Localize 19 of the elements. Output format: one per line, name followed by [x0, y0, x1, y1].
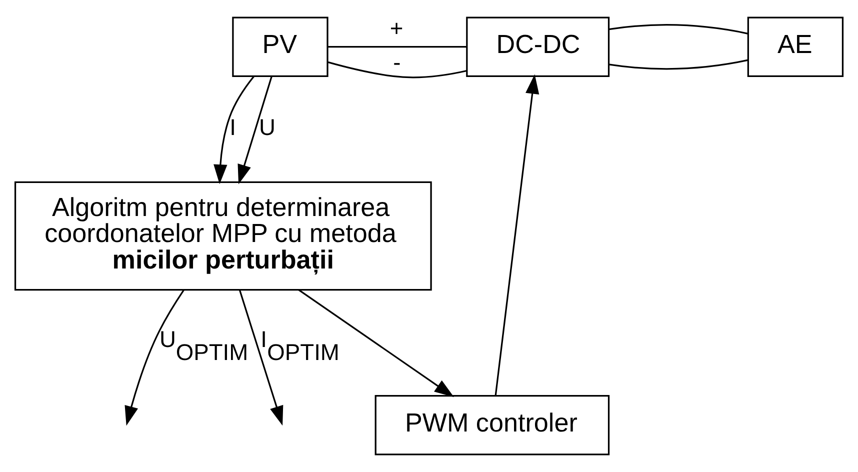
connector — [608, 24, 748, 34]
arrow — [124, 290, 184, 426]
node-box: DC-DC — [466, 16, 610, 78]
arrow — [238, 290, 284, 426]
arrow — [494, 74, 540, 396]
connector — [328, 61, 467, 78]
edge-label: I — [230, 114, 236, 140]
edge-label: + — [390, 14, 404, 41]
arrow — [214, 76, 255, 184]
node-box: PWM controler — [374, 394, 610, 456]
edge-label: - — [393, 49, 401, 76]
arrow — [298, 289, 454, 398]
arrow — [238, 76, 272, 184]
edge-label: U — [259, 114, 276, 140]
connector — [328, 46, 467, 48]
node-box: PV — [232, 16, 328, 78]
node-box: AE — [747, 16, 844, 78]
connector — [608, 59, 748, 70]
node-box: Algoritm pentru determinarea coordonatelor MPP cu metoda micilor perturbații — [14, 181, 432, 291]
